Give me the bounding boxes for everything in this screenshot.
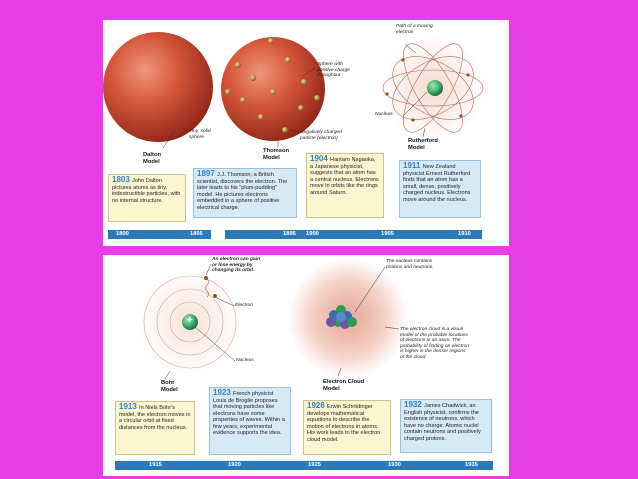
- debroglie-text: French physicist Louis de Broglie propos…: [213, 391, 285, 436]
- top-panel: Dalton Model Tiny, solid sphere Sphere w…: [103, 20, 509, 246]
- timeline-bottom: 1915 1920 1925 1930 1935: [115, 461, 493, 470]
- timeline-tick: 1935: [465, 462, 478, 468]
- rutherford-info-box: 1911 New Zealand physicist Ernest Ruther…: [399, 160, 481, 218]
- bohr-gain-annotation-line: or lose energy by: [212, 262, 253, 268]
- dalton-info-box: 1803 John Dalton pictures atoms as tiny,…: [108, 174, 186, 222]
- electron-paths: [382, 43, 484, 133]
- timeline-left: 1800 1805: [108, 230, 211, 239]
- rutherford-nucleus: [427, 80, 443, 96]
- cloud-annotation-line: of the cloud.: [400, 354, 427, 360]
- thomson-label-line1: Thomson: [263, 148, 290, 154]
- bohr-gain-annotation-line: changing its orbit.: [212, 268, 255, 274]
- timeline-tick: 1920: [228, 462, 241, 468]
- chadwick-info-box: 1932 James Chadwick, an English physicis…: [400, 399, 492, 453]
- thomson-sphere-annotation: Sphere with positive charge throughout: [317, 62, 350, 79]
- bohr-model-label: Bohr Model: [161, 380, 178, 393]
- debroglie-year: 1923: [213, 388, 234, 397]
- cloud-nucleus-annotation: The nucleus contains protons and neutron…: [386, 259, 434, 270]
- timeline-tick: 1805: [190, 231, 203, 237]
- thomson-sphere-annotation-line: positive charge: [317, 67, 350, 73]
- bohr-nucleus: [182, 314, 198, 330]
- nagaoka-text: Hantaro Nagaoka, a Japanese physicist, s…: [310, 157, 379, 196]
- cloud-annotation: The electron cloud is a visual model of …: [400, 327, 469, 361]
- nagaoka-info-box: 1904 Hantaro Nagaoka, a Japanese physici…: [306, 153, 384, 218]
- dalton-annotation-line1: Tiny, solid: [189, 129, 211, 134]
- rutherford-label-line1: Rutherford: [408, 138, 438, 144]
- bohr-label-line2: Model: [161, 386, 178, 393]
- timeline-tick: 1910: [458, 231, 471, 237]
- bohr-plus-sign: +: [187, 315, 193, 326]
- thomson-sphere-annotation-line: Sphere with: [317, 62, 343, 67]
- rutherford-text: New Zealand physicist Ernest Rutherford …: [403, 164, 471, 203]
- debroglie-info-box: 1923 French physicist Louis de Broglie p…: [209, 387, 291, 455]
- dalton-sphere: [103, 32, 213, 142]
- timeline-tick: 1900: [306, 231, 319, 237]
- thomson-particle-annotation-line: Negatively charged: [300, 130, 342, 135]
- nagaoka-year: 1904: [310, 154, 331, 163]
- dalton-year: 1803: [112, 175, 133, 184]
- bottom-illustration: [138, 258, 408, 380]
- dalton-model-label: Dalton Model: [143, 152, 161, 165]
- cloud-model-label: Electron Cloud Model: [323, 379, 364, 392]
- timeline-tick: 1915: [149, 462, 162, 468]
- timeline-tick: 1895: [283, 231, 296, 237]
- dalton-annotation-line2: sphere: [189, 134, 204, 140]
- bohr-year: 1913: [119, 402, 140, 411]
- bohr-label-line1: Bohr: [161, 380, 175, 386]
- bohr-info-box: 1913 In Niels Bohr's model, the electron…: [115, 401, 195, 455]
- cloud-nucleus: [326, 305, 357, 329]
- bohr-gain-annotation-line: An electron can gain: [212, 257, 261, 262]
- thomson-label-line2: Model: [263, 154, 280, 161]
- chadwick-year: 1932: [404, 400, 425, 409]
- timeline-right: 1895 1900 1905 1910: [225, 230, 482, 239]
- thomson-particle-annotation: Negatively charged particle (electron): [300, 130, 342, 141]
- dalton-label-line2: Model: [143, 158, 160, 165]
- bottom-panel: + An electron can gain or lose energy by…: [103, 255, 509, 476]
- cloud-label-line1: Electron Cloud: [323, 379, 365, 385]
- bohr-nucleus-annotation: Nucleus: [236, 358, 254, 363]
- cloud-annotation-line: is higher in the denser regions: [400, 349, 466, 355]
- bohr-text: In Niels Bohr's model, the electron move…: [119, 405, 191, 431]
- bohr-gain-annotation: An electron can gain or lose energy by c…: [212, 257, 260, 274]
- timeline-tick: 1800: [116, 231, 129, 237]
- rutherford-path-annotation: Path of a moving electron: [396, 24, 433, 35]
- cloud-annotation-line: model of the probable locations: [400, 332, 468, 338]
- bohr-orbits: [143, 275, 237, 369]
- timeline-tick: 1930: [388, 462, 401, 468]
- thomson-model-label: Thomson Model: [263, 148, 289, 161]
- cloud-annotation-line: The electron cloud is a visual: [400, 327, 464, 332]
- bohr-electron: [213, 294, 217, 298]
- dalton-text: John Dalton pictures atoms as tiny, inde…: [112, 178, 181, 204]
- dalton-annotation: Tiny, solid sphere: [189, 129, 211, 140]
- timeline-tick: 1925: [308, 462, 321, 468]
- rutherford-nucleus-annotation: Nucleus: [375, 112, 393, 117]
- schrodinger-text: Erwin Schrödinger develops mathematical …: [307, 404, 381, 443]
- rutherford-label-line2: Model: [408, 144, 425, 151]
- electron-beads: [225, 38, 320, 133]
- schrodinger-info-box: 1926 Erwin Schrödinger develops mathemat…: [303, 400, 391, 455]
- chadwick-text: James Chadwick, an English physicist, co…: [404, 403, 481, 442]
- thomson-text: J.J. Thomson, a British scientist, disco…: [197, 172, 288, 211]
- cloud-annotation-line: of electrons in an atom. The: [400, 338, 461, 344]
- bohr-electron-annotation: Electron: [235, 303, 253, 308]
- dalton-label-line1: Dalton: [143, 152, 162, 158]
- thomson-particle-annotation-line: particle (electron): [300, 135, 338, 141]
- cloud-label-line2: Model: [323, 385, 340, 392]
- schrodinger-year: 1926: [307, 401, 328, 410]
- cloud-annotation-line: probability of finding an electron: [400, 343, 470, 349]
- thomson-sphere-annotation-line: throughout: [317, 73, 341, 79]
- cloud-nucleus-annotation-line: The nucleus contains: [386, 259, 433, 264]
- thomson-info-box: 1897 J.J. Thomson, a British scientist, …: [193, 168, 297, 218]
- top-illustration: [103, 32, 485, 149]
- rutherford-year: 1911: [403, 161, 423, 170]
- rutherford-path-annotation-line: Path of a moving: [396, 24, 433, 29]
- rutherford-model-label: Rutherford Model: [408, 138, 438, 151]
- cloud-nucleus-annotation-line: protons and neutrons.: [386, 264, 434, 270]
- thomson-year: 1897: [197, 169, 218, 178]
- rutherford-path-annotation-line: electron: [396, 29, 414, 35]
- timeline-tick: 1905: [381, 231, 394, 237]
